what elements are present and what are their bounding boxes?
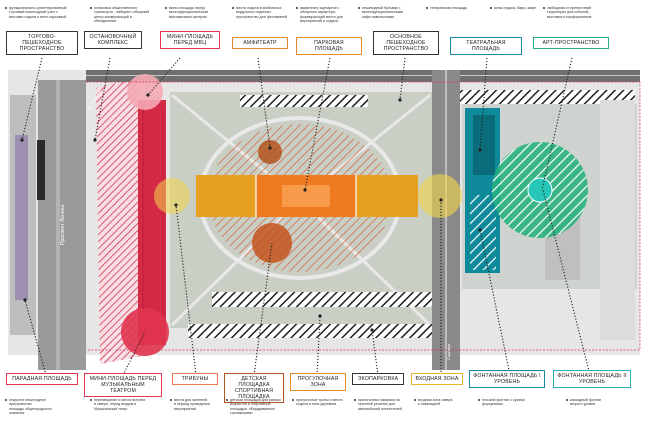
label-stop: ОСТАНОВОЧНЫЙ КОМПЛЕКС bbox=[84, 31, 142, 49]
label-art: АРТ-ПРОСТРАНСТВО bbox=[533, 37, 609, 49]
theatre-square-core bbox=[473, 115, 495, 175]
label-parade: ПАРАДНАЯ ПЛОЩАДЬ bbox=[6, 373, 78, 385]
stop-complex-zone bbox=[96, 78, 148, 364]
label-walk: ПРОГУЛОЧНАЯ ЗОНА bbox=[290, 373, 346, 391]
avenue-label: Проспект Ленина bbox=[60, 205, 66, 245]
pedestrian-band-bottom-1 bbox=[212, 292, 437, 307]
label-tribunes: ТРИБУНЫ bbox=[172, 373, 218, 385]
street-right-label: Садовая bbox=[446, 344, 451, 360]
label-amphitheater: АМФИТЕАТР bbox=[232, 37, 288, 49]
right-building bbox=[600, 100, 635, 340]
road-east-mark bbox=[445, 70, 447, 370]
art-circle-core bbox=[527, 177, 553, 203]
label-mini-bottom: МИНИ-ПЛОЩАДЬ перед Музыкальным театром bbox=[84, 373, 162, 397]
park-square-core bbox=[282, 185, 330, 207]
trade-strip bbox=[15, 135, 28, 300]
road-north-mark bbox=[86, 75, 640, 76]
tribunes-circle bbox=[252, 223, 292, 263]
label-entry: ВХОДНАЯ ЗОНА bbox=[411, 373, 463, 385]
label-fountain-1: ФОНТАННАЯ ПЛОЩАДЬ I УРОВЕНЬ bbox=[469, 370, 545, 388]
label-trade: ТОРГОВО-ПЕШЕХОДНОЕ ПРОСТРАНСТВО bbox=[6, 31, 78, 55]
label-eco: ЭКОПАРКОВКА bbox=[352, 373, 404, 385]
leader-lines bbox=[21, 57, 591, 376]
walk-zone-right bbox=[356, 175, 418, 217]
parade-circle bbox=[154, 178, 190, 214]
label-park: ПАРКОВАЯ ПЛОЩАДЬ bbox=[296, 37, 362, 55]
label-mini-top: МИНИ-ПЛОЩАДЬ перед МВЦ bbox=[160, 31, 220, 49]
theatre-square-low bbox=[470, 195, 496, 270]
label-main-ped: ОСНОВНОЕ ПЕШЕХОДНОЕ ПРОСТРАНСТВО bbox=[373, 31, 439, 55]
label-kids: ДЕТСКАЯ ПЛОЩАДКА СПОРТИВНАЯ ПЛОЩАДКА bbox=[224, 373, 284, 403]
label-fountain-2: ФОНТАННАЯ ПЛОЩАДЬ II УРОВЕНЬ bbox=[553, 370, 631, 388]
trade-strip-2 bbox=[37, 140, 45, 200]
entry-circle bbox=[418, 174, 462, 218]
note-top-bars: зоны отдыха, бары, кафе bbox=[490, 6, 540, 10]
mini-plaza-circle-top bbox=[127, 74, 163, 110]
site-boundary bbox=[86, 81, 641, 351]
note-top-theatre: театральная площадь bbox=[426, 6, 482, 10]
walk-zone-left bbox=[196, 175, 256, 217]
street-west bbox=[38, 80, 86, 370]
street-west-lane bbox=[56, 80, 60, 370]
amphitheater-circle bbox=[258, 140, 282, 164]
pedestrian-band-bottom-2 bbox=[188, 324, 458, 338]
pedestrian-band-top-2 bbox=[460, 90, 635, 104]
label-theatre: ТЕАТРАЛЬНАЯ ПЛОЩАДЬ bbox=[450, 37, 522, 55]
pedestrian-band-top-1 bbox=[240, 95, 368, 107]
